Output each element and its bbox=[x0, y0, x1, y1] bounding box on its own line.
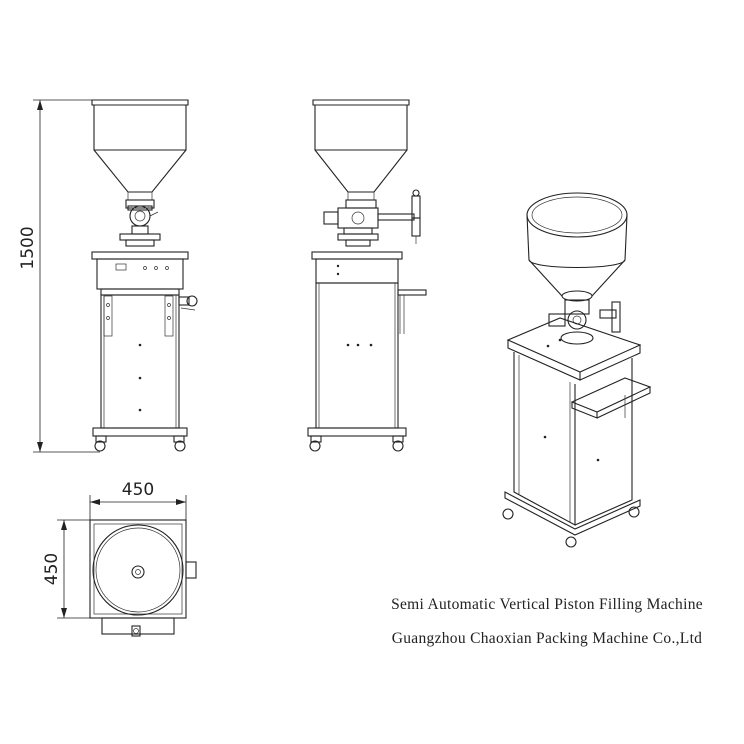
width-dimension-label: 450 bbox=[122, 480, 154, 500]
isometric-view bbox=[502, 192, 652, 548]
depth-dimension: 450 bbox=[42, 519, 90, 619]
height-dimension-label: 1500 bbox=[18, 226, 38, 269]
iso-base bbox=[502, 491, 641, 548]
front-table bbox=[91, 251, 189, 296]
iso-valve bbox=[548, 299, 621, 345]
iso-table bbox=[506, 317, 642, 381]
front-hopper bbox=[91, 99, 189, 209]
side-base bbox=[307, 427, 407, 452]
side-cabinet bbox=[315, 282, 427, 429]
top-plan bbox=[89, 519, 197, 637]
side-view bbox=[307, 99, 427, 452]
iso-cabinet bbox=[513, 352, 652, 526]
depth-dimension-label: 450 bbox=[42, 553, 62, 585]
side-valve-and-nozzle bbox=[323, 189, 421, 247]
height-dimension: 1500 bbox=[18, 99, 100, 453]
front-base bbox=[92, 427, 188, 452]
caption-title: Semi Automatic Vertical Piston Filling M… bbox=[391, 596, 703, 613]
front-view: 1500 bbox=[18, 99, 198, 453]
iso-hopper bbox=[526, 192, 628, 302]
caption-company: Guangzhou Chaoxian Packing Machine Co.,L… bbox=[391, 630, 703, 647]
front-cabinet bbox=[100, 294, 198, 429]
width-dimension: 450 bbox=[89, 480, 187, 525]
side-hopper bbox=[312, 99, 410, 209]
top-view: 450 450 bbox=[42, 480, 197, 637]
front-valve bbox=[119, 205, 161, 247]
side-table bbox=[311, 251, 403, 284]
